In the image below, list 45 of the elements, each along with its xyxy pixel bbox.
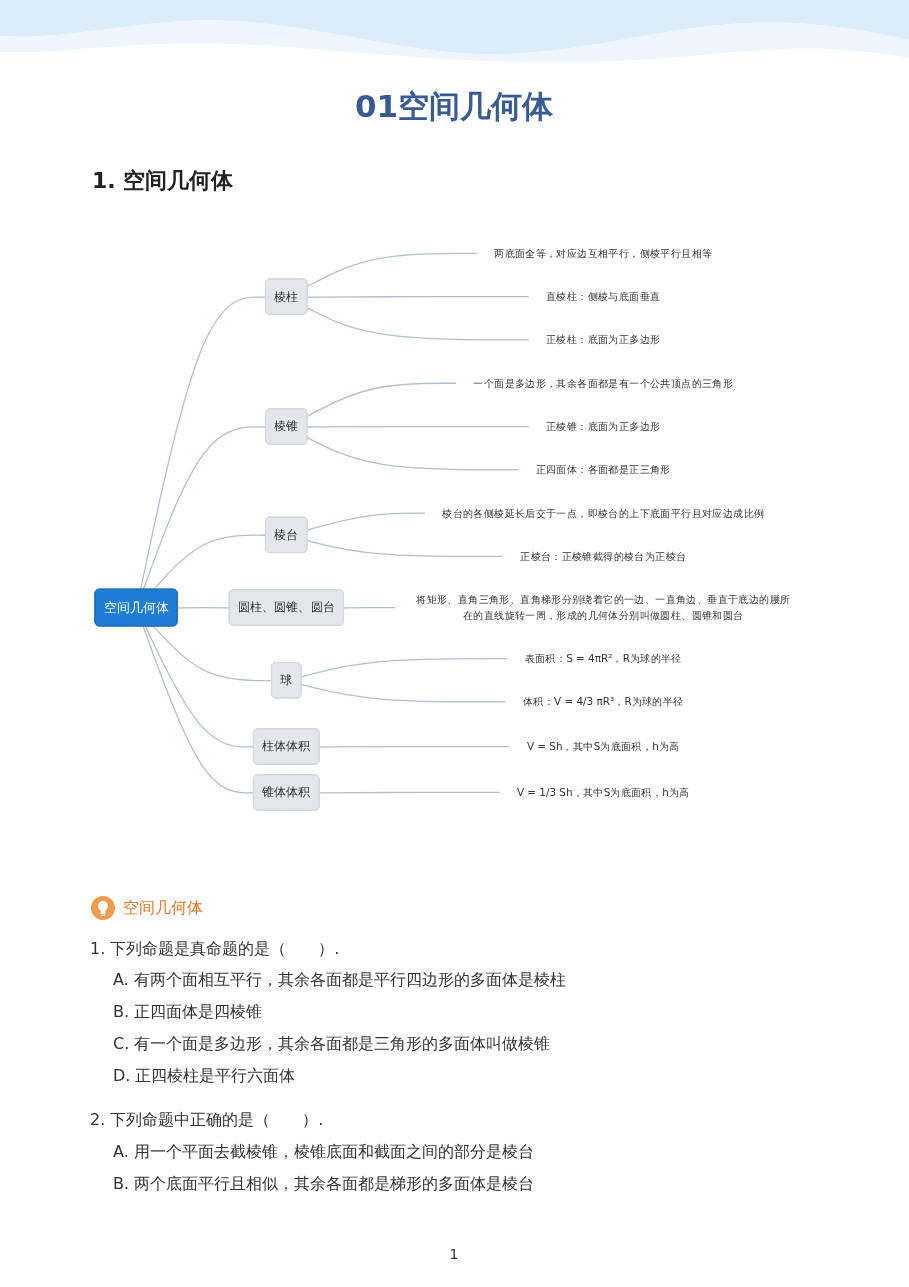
- connector: [177, 607, 231, 610]
- node-text: 正四面体：各面都是正三角形: [535, 464, 671, 477]
- connector: [139, 296, 267, 591]
- connector: [300, 658, 508, 678]
- answer-option: B. 正四面体是四棱锥: [113, 1002, 263, 1023]
- answer-option: A. 用一个平面去截棱锥，棱锥底面和截面之间的部分是棱台: [113, 1142, 534, 1163]
- node-text: 将矩形、直角三角形、直角梯形分别绕着它的一边、一直角边、垂直于底边的腰所在的直线旋转一周，形成的几何体分别叫做圆柱、圆锥和圆台: [416, 594, 791, 622]
- connector: [300, 684, 507, 704]
- node-text: V = Sh，其中S为底面积，h为高: [526, 740, 680, 754]
- connector: [306, 383, 457, 418]
- node-text: V = 1/3 Sh，其中S为底面积，h为高: [516, 786, 690, 799]
- connector: [306, 253, 478, 288]
- connector: [152, 626, 273, 682]
- connector: [144, 626, 255, 749]
- connector: [152, 534, 267, 591]
- node-text: 直棱柱：侧棱与底面垂直: [546, 291, 661, 304]
- section-heading: 1. 空间几何体: [92, 167, 234, 195]
- connector: [306, 307, 530, 342]
- connector: [343, 607, 397, 610]
- connector: [306, 426, 530, 429]
- question-text: 2. 下列命题中正确的是（ ）.: [90, 1110, 324, 1131]
- answer-option: C. 有一个面是多边形，其余各面都是三角形的多面体叫做棱锥: [113, 1034, 551, 1055]
- node-text: 正棱台：正棱锥截得的棱台为正棱台: [520, 550, 687, 563]
- node-text: 一个面是多边形，其余各面都是有一个公共顶点的三角形: [473, 377, 734, 390]
- node-text: 体积：V = 4/3 πR³，R为球的半径: [522, 696, 684, 709]
- answer-option: A. 有两个面相互平行，其余各面都是平行四边形的多面体是棱柱: [113, 970, 566, 991]
- node-text: 表面积：S = 4πR²，R为球的半径: [524, 653, 682, 666]
- connector: [319, 792, 501, 794]
- page-number: 1: [449, 1246, 459, 1262]
- connector: [142, 626, 255, 794]
- connector: [306, 437, 520, 471]
- question-text: 1. 下列命题是真命题的是（ ）.: [90, 939, 340, 960]
- connector: [142, 426, 267, 591]
- node-text: 棱台的各侧棱延长后交于一点，即棱台的上下底面平行且对应边成比例: [442, 507, 765, 520]
- connector: [306, 512, 426, 531]
- exercise-heading: 空间几何体: [123, 898, 203, 919]
- connector: [306, 540, 504, 558]
- node-text: 正棱锥：底面为正多边形: [546, 420, 661, 434]
- answer-option: B. 两个底面平行且相似，其余各面都是梯形的多面体是棱台: [113, 1174, 535, 1195]
- connector: [319, 746, 511, 749]
- answer-option: D. 正四棱柱是平行六面体: [113, 1066, 296, 1087]
- node-text: 两底面全等，对应边互相平行，侧棱平行且相等: [494, 247, 713, 260]
- node-text: 正棱柱：底面为正多边形: [546, 334, 661, 347]
- connector: [306, 296, 530, 299]
- page-title: 01空间几何体: [354, 87, 554, 126]
